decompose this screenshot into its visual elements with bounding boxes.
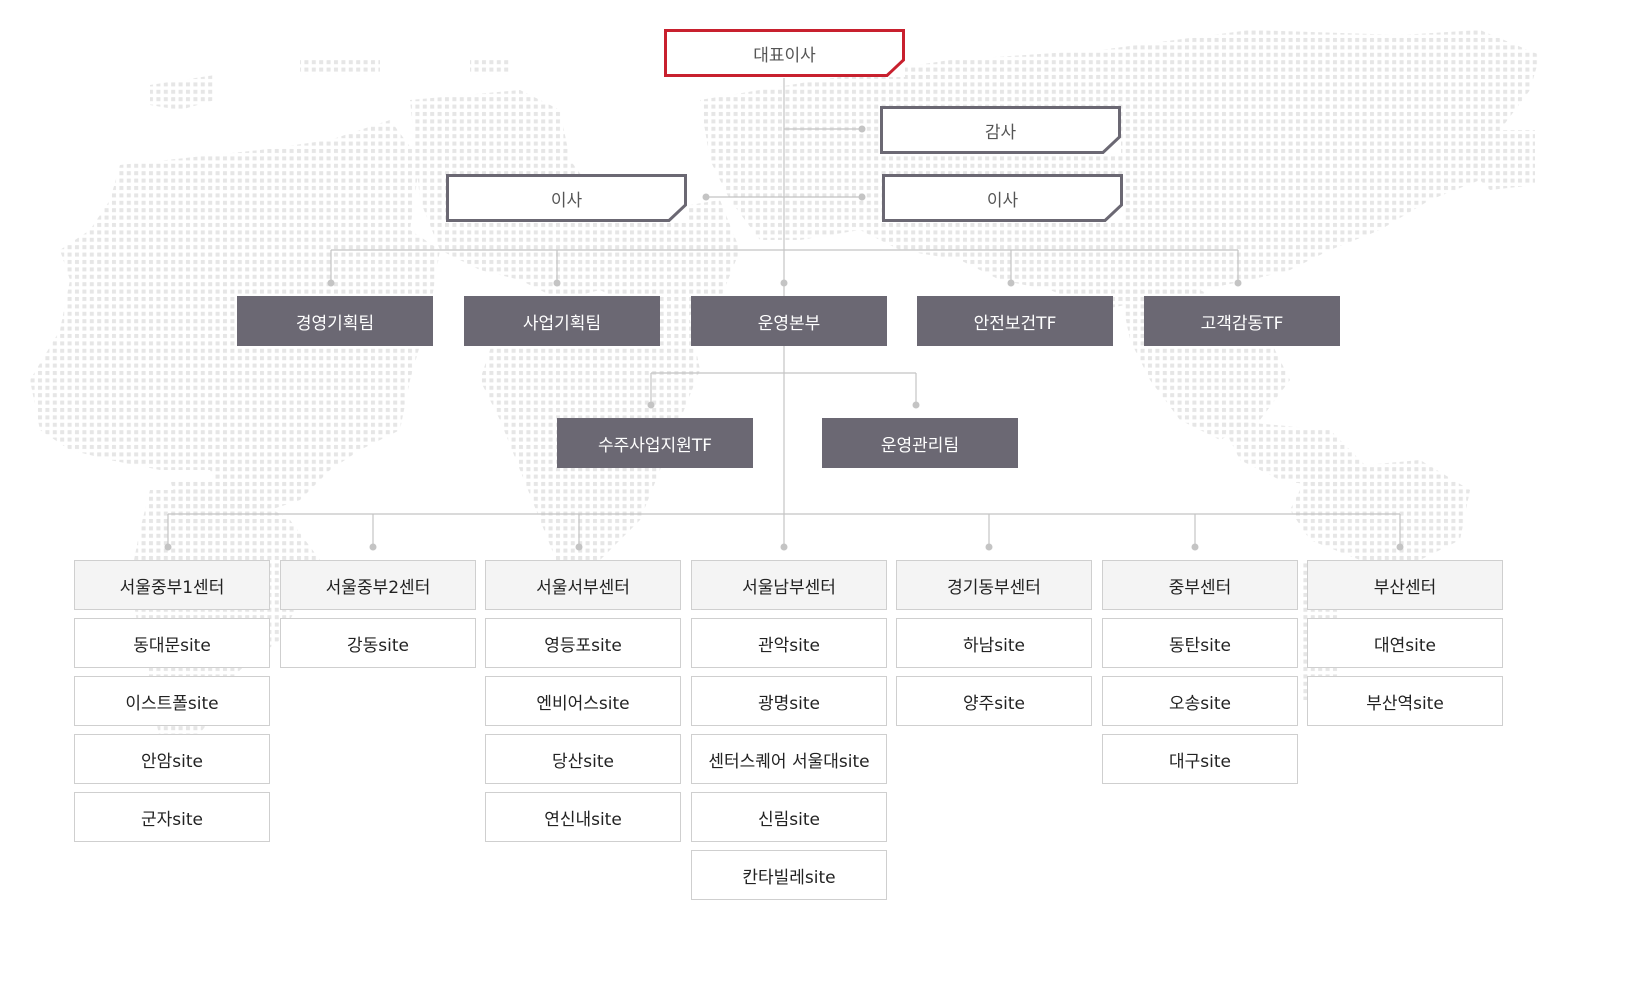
subdept-order-support-tf: 수주사업지원TF <box>557 418 753 468</box>
center-gyeonggi-east: 경기동부센터 <box>896 560 1092 610</box>
dept-safety-health-tf: 안전보건TF <box>917 296 1113 346</box>
site-item: 하남site <box>896 618 1092 668</box>
site-item: 대연site <box>1307 618 1503 668</box>
ceo-box: 대표이사 <box>664 29 905 77</box>
auditor-box-frame <box>880 106 1121 154</box>
dept-management-planning: 경영기획팀 <box>237 296 433 346</box>
ceo-label: 대표이사 <box>753 45 816 66</box>
site-item: 엔비어스site <box>485 676 681 726</box>
site-item: 양주site <box>896 676 1092 726</box>
dept-operations-headquarters: 운영본부 <box>691 296 887 346</box>
site-item: 관악site <box>691 618 887 668</box>
site-item: 안암site <box>74 734 270 784</box>
center-central: 중부센터 <box>1102 560 1298 610</box>
center-busan: 부산센터 <box>1307 560 1503 610</box>
subdept-operations-management: 운영관리팀 <box>822 418 1018 468</box>
site-item: 이스트폴site <box>74 676 270 726</box>
site-item: 강동site <box>280 618 476 668</box>
director-right-box-frame <box>882 174 1123 222</box>
center-seoul-south: 서울남부센터 <box>691 560 887 610</box>
site-item: 오송site <box>1102 676 1298 726</box>
director-left-box-frame <box>446 174 687 222</box>
dept-business-planning: 사업기획팀 <box>464 296 660 346</box>
site-item: 센터스퀘어 서울대site <box>691 734 887 784</box>
auditor-label: 감사 <box>984 122 1017 143</box>
director-left-label: 이사 <box>550 190 583 211</box>
center-seoul-central-1: 서울중부1센터 <box>74 560 270 610</box>
center-seoul-central-2: 서울중부2센터 <box>280 560 476 610</box>
site-item: 칸타빌레site <box>691 850 887 900</box>
site-item: 당산site <box>485 734 681 784</box>
director-right-box: 이사 <box>882 174 1123 222</box>
ceo-box-frame <box>664 29 905 77</box>
site-item: 대구site <box>1102 734 1298 784</box>
director-right-label: 이사 <box>986 190 1019 211</box>
center-seoul-west: 서울서부센터 <box>485 560 681 610</box>
site-item: 신림site <box>691 792 887 842</box>
auditor-box: 감사 <box>880 106 1121 154</box>
site-item: 군자site <box>74 792 270 842</box>
dept-customer-satisfaction-tf: 고객감동TF <box>1144 296 1340 346</box>
site-item: 연신내site <box>485 792 681 842</box>
site-item: 광명site <box>691 676 887 726</box>
site-item: 영등포site <box>485 618 681 668</box>
site-item: 부산역site <box>1307 676 1503 726</box>
director-left-box: 이사 <box>446 174 687 222</box>
site-item: 동대문site <box>74 618 270 668</box>
site-item: 동탄site <box>1102 618 1298 668</box>
